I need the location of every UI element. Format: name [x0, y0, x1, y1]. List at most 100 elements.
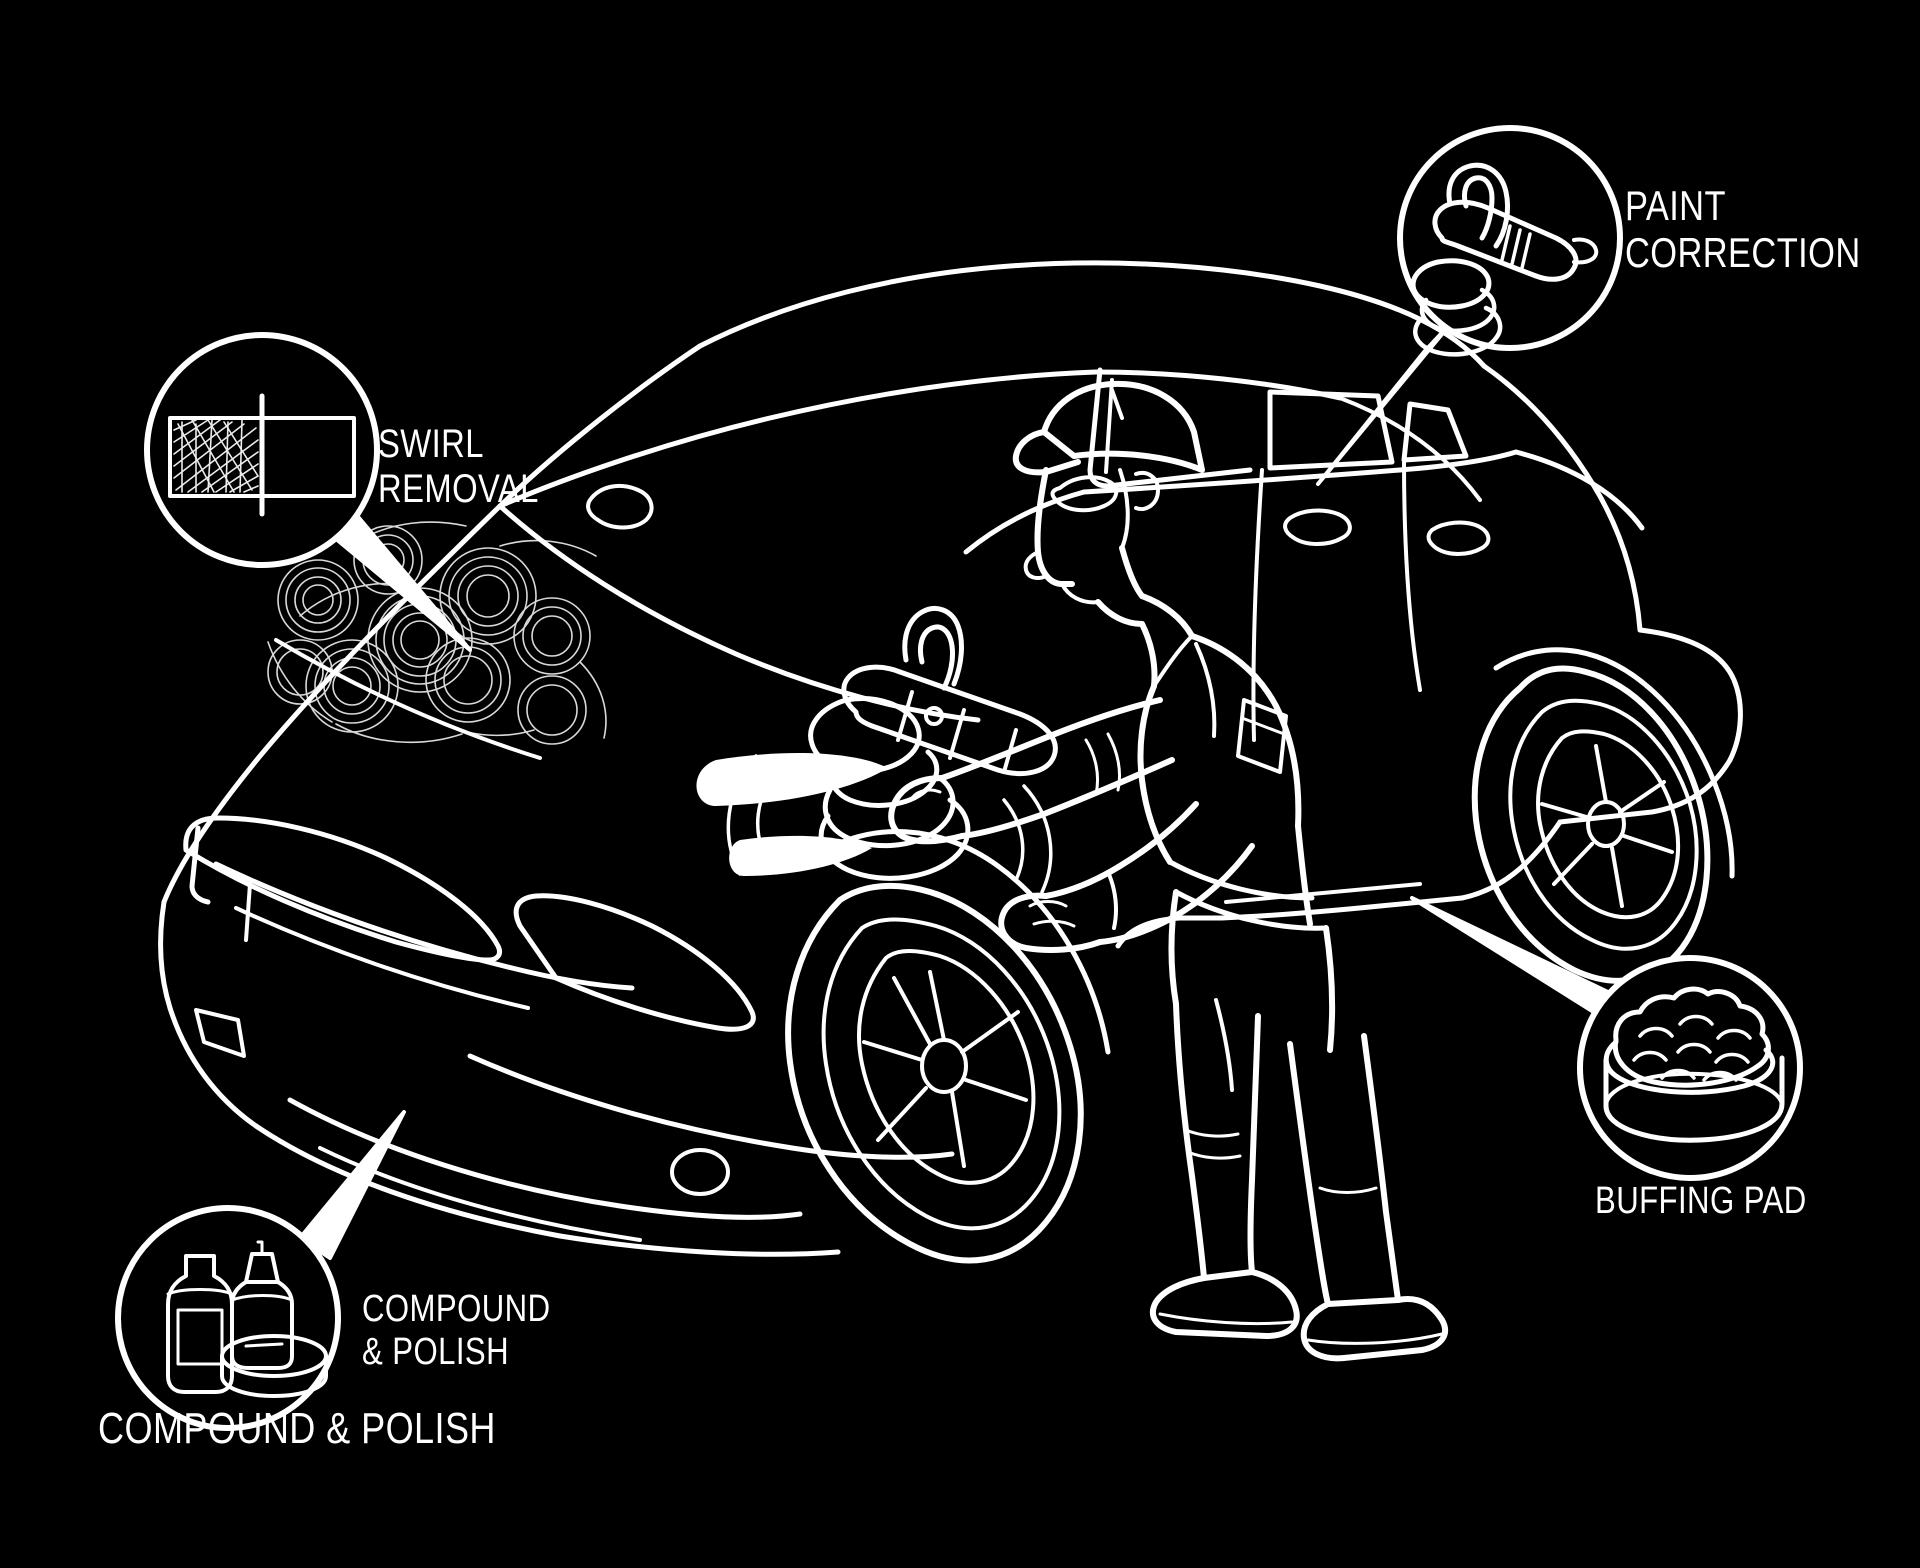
car-roof [697, 260, 1487, 369]
rear-tire-inner [1508, 698, 1699, 951]
swirl-marks-on-hood [267, 521, 607, 745]
car-side-mirror [1050, 475, 1119, 513]
polisher-icon-body [1432, 199, 1579, 282]
polisher-handle-loop-outer [902, 606, 964, 687]
before-after-swatch-icon [168, 393, 356, 517]
worker-shoulder-seam [1194, 642, 1217, 738]
worker-chin [1060, 582, 1100, 605]
pad-foam-texture [1632, 1014, 1752, 1082]
car-roof-rear-crease [1338, 396, 1482, 502]
worker-cap-crown [1041, 380, 1205, 473]
car-rear-door-glass [1267, 389, 1395, 471]
polisher-icon-plate [1410, 258, 1492, 310]
car-b-pillar [1104, 378, 1114, 474]
callout-compound-polish[interactable] [115, 1205, 341, 1431]
callout-label-swirl-removal: SWIRL REMOVAL [378, 422, 539, 511]
car-bumper-upper-crease [467, 1053, 955, 1160]
car-door-handle-rear [1426, 520, 1491, 556]
callout-swirl-removal[interactable] [144, 332, 380, 568]
car-rear-lower [1557, 757, 1733, 825]
car-tail-panel [1637, 627, 1743, 763]
car-lower-intake-bottom [318, 1146, 642, 1242]
front-spoke-7 [892, 976, 932, 1046]
callout-paint-correction[interactable] [1397, 125, 1623, 357]
worker-jawline [1118, 468, 1130, 550]
polisher-pad-mid [827, 749, 940, 808]
worker-knee-crease-near-2 [1186, 1150, 1242, 1160]
worker-collar-v [1152, 634, 1194, 688]
leader-paint-correction [1316, 320, 1454, 486]
car-line-art [158, 260, 1743, 1264]
worker-hand-far [888, 775, 965, 845]
car-lower-intake-top [287, 1097, 803, 1220]
rear-spoke-5 [1552, 842, 1594, 886]
worker-arm-near-top [1043, 801, 1199, 899]
car-washer-nozzle [586, 483, 654, 530]
worker-elbow-crease-far-2 [1106, 732, 1122, 792]
car-grille-mid [234, 906, 530, 1010]
worker-hand-near [998, 892, 1103, 953]
polisher-motion-arc-left-2 [726, 754, 758, 876]
car-rear-arch-top [1459, 819, 1563, 901]
car-bumper-bottom-edge [557, 1233, 841, 1257]
worker-inseam [1214, 998, 1234, 1092]
worker-knee-crease-near [1184, 1128, 1240, 1138]
polisher-handle-bolt [924, 706, 944, 726]
rear-tire-outer [1471, 665, 1711, 984]
polisher-pad-bottom [818, 797, 971, 881]
polisher-handle-loop-inner [917, 624, 955, 691]
car-quarter-glass [1401, 401, 1469, 463]
worker-hand-near-knuckles [1028, 900, 1068, 908]
car-fog-light [670, 1148, 730, 1196]
swatch-hatch [173, 419, 259, 493]
pad-foam-top [1612, 986, 1771, 1088]
worker-back-lower [1295, 823, 1313, 927]
worker-arm-far-top [939, 697, 1163, 781]
worker-hand-near-fingers [1032, 919, 1076, 928]
caption-compound-polish: COMPOUND & POLISH [98, 1404, 496, 1453]
car-front-corner [158, 899, 173, 1011]
car-front-arch [813, 829, 1111, 1055]
worker-leg-near-front [1173, 1001, 1207, 1281]
dual-action-polisher-icon [1410, 162, 1599, 357]
callout-label-compound-polish: COMPOUND & POLISH [362, 1288, 551, 1373]
front-tire-outer [785, 882, 1084, 1264]
car-grille-divider [244, 882, 252, 942]
bottles-and-puck-icon [166, 1240, 328, 1398]
polisher-icon-handle-outer [1446, 162, 1511, 249]
worker-cap-seam [1110, 388, 1124, 420]
car-hood-crease [274, 638, 542, 760]
worker-shoe-near-sole [1158, 1312, 1294, 1326]
callout-label-buffing-pad: BUFFING PAD [1595, 1180, 1807, 1222]
polisher-body-seam-3 [1002, 728, 1018, 774]
front-spoke-3 [964, 1078, 1028, 1102]
callout-label-paint-correction: PAINT CORRECTION [1625, 182, 1861, 277]
polisher-tool [726, 606, 1058, 894]
rear-spoke-2 [1618, 780, 1666, 814]
polisher-icon-pad-2 [1413, 305, 1503, 357]
rear-spoke-6 [1540, 802, 1592, 820]
worker-neck-back [1119, 545, 1145, 599]
callout-buffing-pad[interactable] [1577, 955, 1803, 1181]
callout-circle-paint-correction[interactable] [1397, 125, 1623, 351]
car-front-wheel [785, 882, 1084, 1264]
worker-elbow-crease-far [1084, 738, 1100, 796]
worker-leg-far-back [1361, 1033, 1401, 1303]
front-spoke-1 [928, 970, 946, 1042]
callout-circle-compound-polish[interactable] [115, 1205, 341, 1431]
puck-side [220, 1354, 328, 1398]
rear-spoke-3 [1622, 834, 1674, 854]
polisher-body [841, 664, 1058, 776]
car-door-handle-front [1283, 508, 1352, 546]
worker-shoe-far [1300, 1296, 1449, 1362]
polisher-motion-arc-left-1 [755, 770, 778, 860]
worker-neck-front [1095, 599, 1145, 627]
car-headlight-far [513, 893, 756, 1032]
worker-knee-crease-far [1318, 1186, 1378, 1194]
worker-back [1189, 633, 1302, 829]
worker-belt [1173, 889, 1329, 931]
worker-shoe-far-sole [1306, 1332, 1444, 1345]
worker-leg-near-back [1247, 1013, 1261, 1275]
polisher-icon-pad-1 [1419, 287, 1497, 333]
